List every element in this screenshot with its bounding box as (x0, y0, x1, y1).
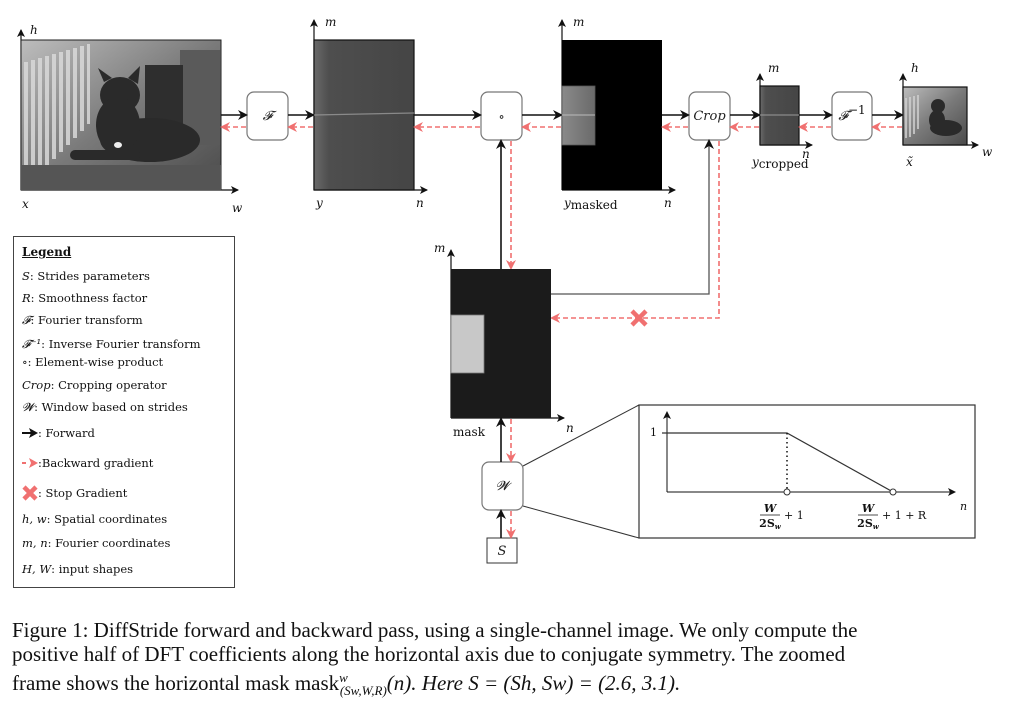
legend-item-inverse-fourier: 𝓕⁻¹: Inverse Fourier transform (22, 337, 201, 351)
zoom-connector-bottom (522, 505, 640, 539)
x-tick-1: W 2Sw + 1 (759, 502, 804, 531)
figure-caption: Figure 1: DiffStride forward and backwar… (12, 618, 1012, 703)
legend-item-spatial: h, w: Spatial coordinates (22, 512, 168, 526)
svg-text:2Sw: 2Sw (759, 517, 782, 531)
node-label-y: y (315, 196, 323, 210)
axis-label-m: m (768, 61, 779, 75)
railing-pattern (24, 44, 90, 177)
cutoff-point-2 (889, 488, 897, 496)
spectrum-y: m n y (310, 15, 428, 210)
zoom-connector-top (522, 404, 640, 467)
spectrum-y-cropped: m n ycropped (751, 61, 813, 171)
stop-gradient-icon (630, 309, 648, 327)
axis-label-m: m (573, 15, 584, 29)
x-axis-label-n: n (960, 500, 967, 513)
mask-image: m n mask (434, 241, 574, 439)
stop-gradient-icon (22, 485, 38, 501)
backward-line-crop-to-mask (550, 141, 720, 323)
diffstride-diagram: h w x 𝓕 m n y ∘ m n yma (17, 15, 993, 564)
crop-operator: Crop (688, 91, 731, 141)
caption-line-2: positive half of DFT coefficients along … (12, 642, 846, 666)
legend-title: Legend (22, 245, 72, 259)
legend-item-backward: :Backward gradient (22, 448, 226, 478)
svg-text:W: W (764, 502, 778, 515)
legend-item-stop-gradient: : Stop Gradient (22, 478, 226, 508)
legend-item-forward: : Forward (22, 418, 226, 448)
axis-label-w: w (232, 201, 243, 215)
axis-label-w: w (982, 145, 993, 159)
axis-label-n: n (416, 196, 424, 210)
svg-text:+ 1: + 1 (784, 509, 804, 522)
window-symbol: 𝓦 (496, 479, 513, 494)
node-label-x: x (22, 197, 29, 211)
axis-label-n: n (802, 147, 810, 161)
forward-line-mask-to-crop (551, 139, 714, 295)
legend-item-window: 𝓦: Window based on strides (22, 400, 188, 414)
fourier-operator: 𝓕 (246, 91, 289, 141)
caption-line-3: frame shows the horizontal mask maskw(Sw… (12, 670, 681, 699)
axis-label-m: m (434, 241, 445, 255)
y-tick-1: 1 (650, 426, 657, 439)
elementwise-product-operator: ∘ (480, 91, 523, 141)
legend-item-smoothness: R: Smoothness factor (22, 291, 148, 305)
cutoff-point-1 (783, 488, 791, 496)
x-tick-2: W 2Sw + 1 + R (857, 502, 927, 531)
legend-item-fourier: 𝓕: Fourier transform (22, 313, 143, 327)
backward-gradient-arrow-icon (22, 458, 38, 468)
crop-label: Crop (693, 109, 726, 124)
axis-label-m: m (325, 15, 336, 29)
forward-arrow-icon (22, 428, 38, 438)
strides-symbol: S (498, 544, 507, 559)
legend-box: Legend S: Strides parameters R: Smoothne… (13, 236, 235, 588)
node-label-mask: mask (453, 425, 486, 439)
legend-item-strides: S: Strides parameters (22, 269, 150, 283)
legend-item-input-shapes: H, W: input shapes (22, 562, 134, 576)
node-label-x-tilde: x̃ (906, 155, 913, 169)
svg-text:W: W (862, 502, 876, 515)
axis-label-n: n (566, 421, 574, 435)
legend-item-elementwise: ∘: Element-wise product (22, 355, 164, 369)
inverse-fourier-operator: 𝓕−1 (831, 91, 873, 141)
axis-label-h: h (30, 23, 38, 37)
zoomed-mask-plot: 1 n W 2Sw + 1 W 2Sw + 1 + R (638, 404, 976, 539)
window-operator: 𝓦 (481, 461, 524, 511)
elementwise-symbol: ∘ (498, 110, 504, 125)
legend-item-crop: Crop: Cropping operator (22, 378, 167, 392)
svg-text:2Sw: 2Sw (857, 517, 880, 531)
spectrum-y-masked: m n ymasked (558, 15, 676, 212)
caption-line-1: Figure 1: DiffStride forward and backwar… (12, 618, 858, 642)
legend-item-fourier-coords: m, n: Fourier coordinates (22, 536, 171, 550)
strides-input: S (486, 537, 518, 564)
dog-silhouette (70, 66, 200, 162)
node-label-y-cropped: ycropped (751, 155, 809, 171)
axis-label-h: h (911, 61, 919, 75)
axis-label-n: n (664, 196, 672, 210)
svg-text:+ 1 + R: + 1 + R (882, 509, 927, 522)
node-label-y-masked: ymasked (563, 196, 618, 212)
input-image-x: h w x (17, 23, 243, 215)
output-image-x-tilde: h w x̃ (899, 61, 993, 169)
